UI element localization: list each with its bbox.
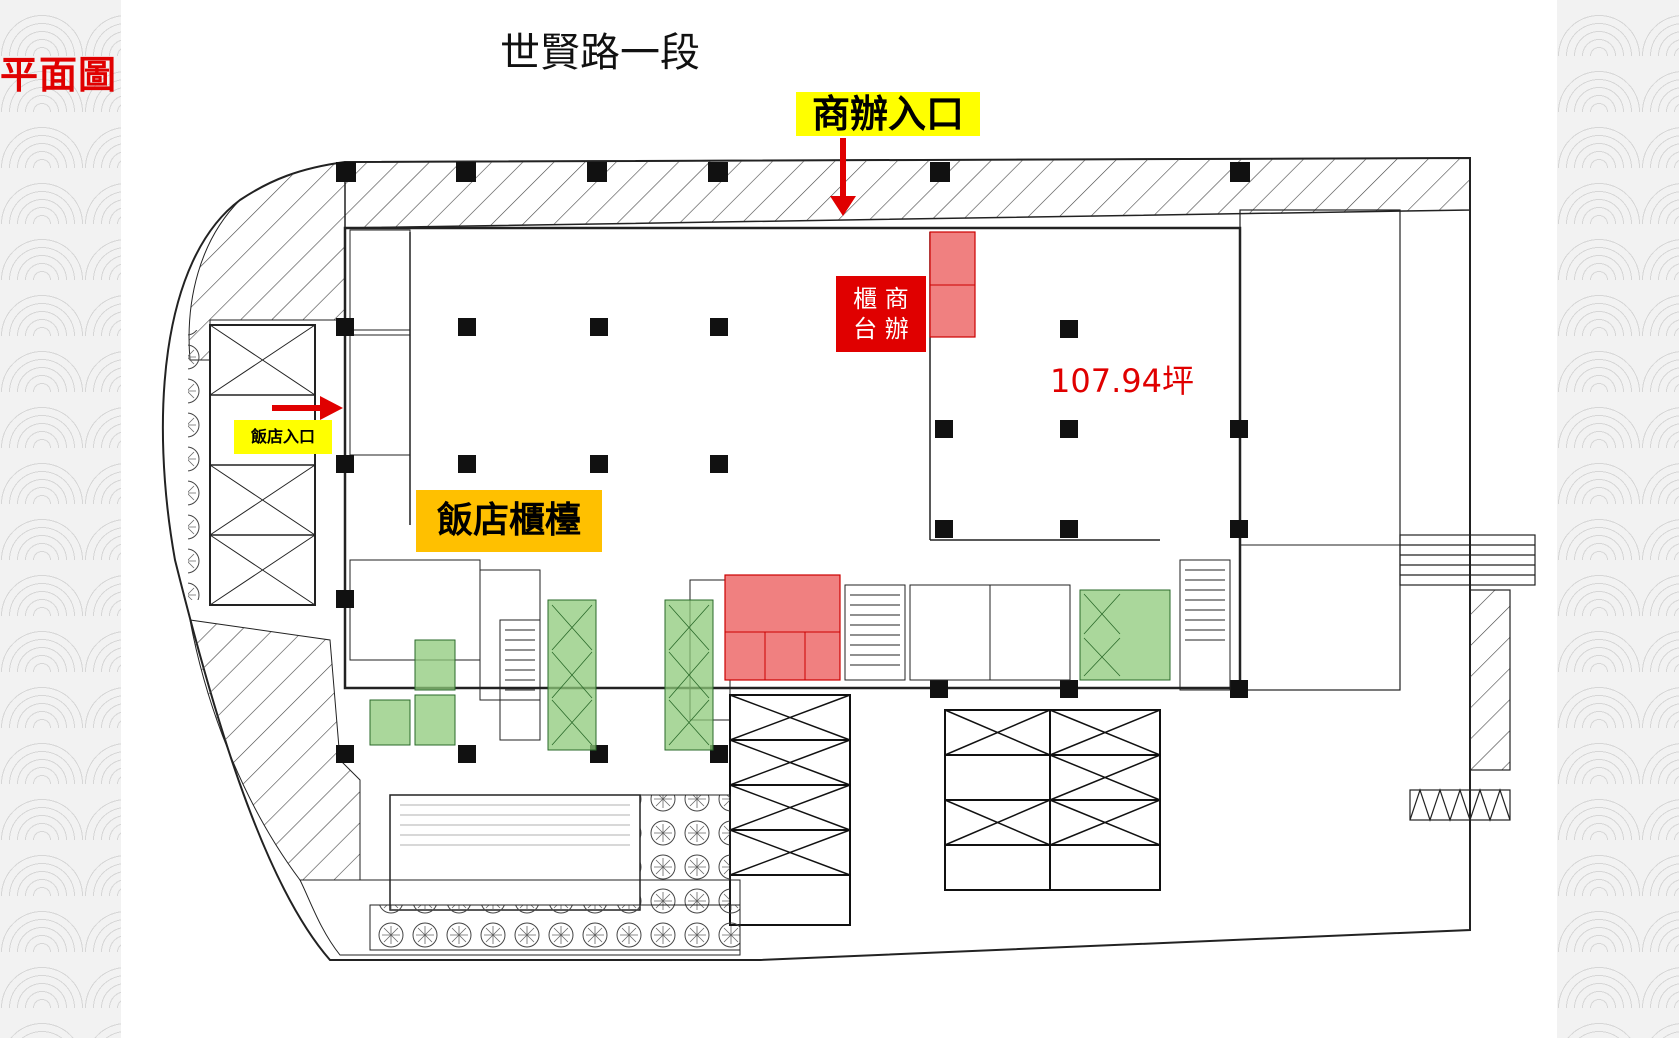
parking-bays [729,694,1161,926]
hotel-counter-label: 飯店櫃檯 [416,490,602,552]
office-entrance-label: 商辦入口 [796,92,980,136]
site-outline [161,156,1471,961]
structural-columns [336,162,1250,763]
right-ramp [1399,534,1536,822]
office-counter-label: 櫃 商 台 辦 [836,276,926,352]
office-counter-label-line1: 櫃 商 [853,285,909,313]
office-counter-label-line2: 台 辦 [853,315,909,343]
entrance-arrows [272,138,856,420]
hotel-entrance-label: 飯店入口 [234,420,332,454]
decorative-pattern-right [1557,0,1679,1038]
service-core [499,559,1231,741]
decorative-pattern-left [0,0,121,1038]
landscape-planting [188,330,741,951]
elevator-cross-marks [551,593,1121,746]
page-title: 平面圖 [0,53,118,97]
office-zone-red [724,231,976,681]
shop-area-label: 107.94坪 [1050,362,1194,400]
hotel-entrance-canopy [209,324,316,606]
road-label: 世賢路一段 [500,30,700,76]
